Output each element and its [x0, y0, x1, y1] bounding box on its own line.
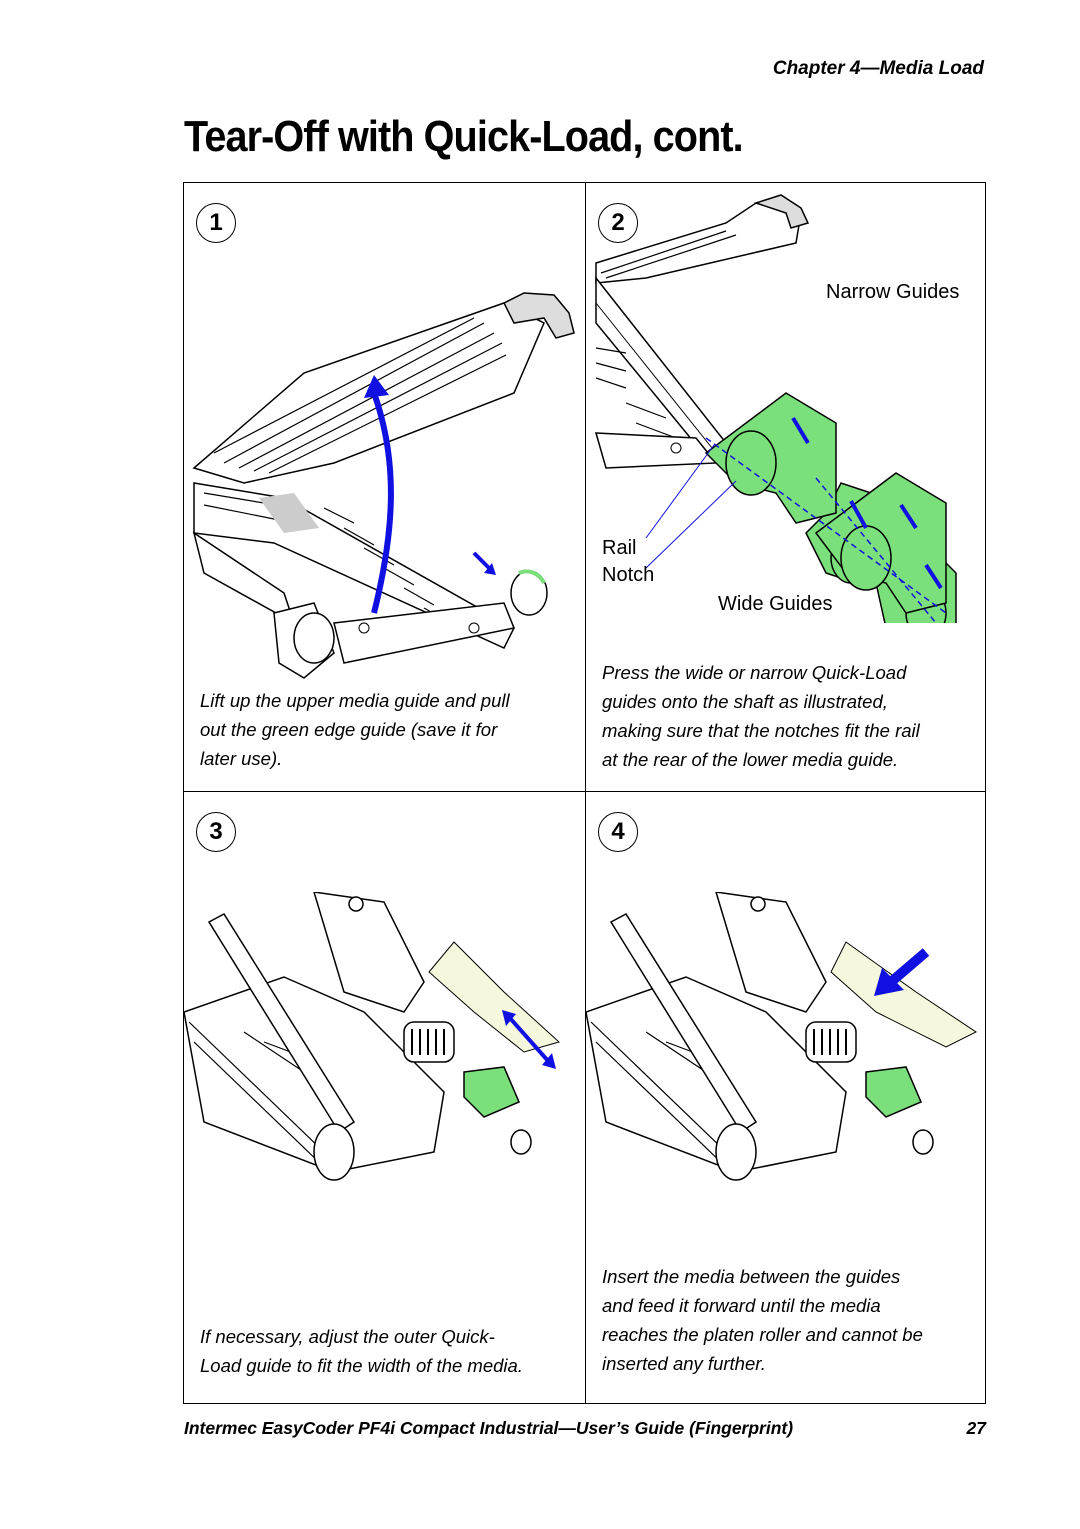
step-4-badge: 4 — [598, 812, 638, 852]
notch-label: Notch — [602, 564, 655, 586]
step-2-panel: 2 — [586, 183, 987, 791]
step-2-illustration — [594, 194, 957, 623]
instruction-grid: 1 — [183, 182, 986, 1404]
step-1-panel: 1 — [184, 183, 585, 791]
caption-line: guides onto the shaft as illustrated, — [602, 691, 888, 712]
step-3-badge: 3 — [196, 812, 236, 852]
step-4-panel: 4 Insert the media bet — [586, 792, 987, 1404]
step-2-badge: 2 — [598, 203, 638, 243]
page-footer: Intermec EasyCoder PF4i Compact Industri… — [184, 1418, 986, 1439]
step-3-illustration — [184, 892, 561, 1181]
rail-label: Rail — [602, 537, 637, 559]
page-number: 27 — [966, 1418, 986, 1438]
grid-divider-vertical — [585, 183, 586, 1403]
caption-line: and feed it forward until the media — [602, 1295, 881, 1316]
grid-divider-horizontal — [184, 791, 985, 792]
caption-line: Load guide to fit the width of the media… — [200, 1355, 523, 1376]
footer-text: Intermec EasyCoder PF4i Compact Industri… — [184, 1418, 794, 1438]
caption-line: If necessary, adjust the outer Quick- — [200, 1326, 495, 1347]
caption-line: inserted any further. — [602, 1353, 766, 1374]
caption-line: at the rear of the lower media guide. — [602, 749, 899, 770]
caption-line: Lift up the upper media guide and pull — [200, 690, 510, 711]
caption-line: Press the wide or narrow Quick-Load — [602, 662, 907, 683]
step-1-caption: Lift up the upper media guide and pull o… — [200, 686, 510, 773]
step-3-panel: 3 — [184, 792, 585, 1404]
caption-line: later use). — [200, 748, 283, 769]
step-1-badge: 1 — [196, 203, 236, 243]
step-4-illustration — [586, 892, 977, 1181]
caption-line: reaches the platen roller and cannot be — [602, 1324, 923, 1345]
page-title: Tear-Off with Quick-Load, cont. — [184, 112, 744, 161]
wide-guides-label: Wide Guides — [718, 593, 833, 615]
step-2-caption: Press the wide or narrow Quick-Load guid… — [602, 658, 920, 774]
narrow-guides-label: Narrow Guides — [826, 281, 960, 303]
chapter-header: Chapter 4—Media Load — [772, 58, 984, 79]
step-1-illustration — [192, 292, 575, 679]
step-4-caption: Insert the media between the guides and … — [602, 1262, 923, 1378]
caption-line: out the green edge guide (save it for — [200, 719, 498, 740]
caption-line: Insert the media between the guides — [602, 1266, 901, 1287]
caption-line: making sure that the notches fit the rai… — [602, 720, 920, 741]
step-3-caption: If necessary, adjust the outer Quick- Lo… — [200, 1322, 523, 1380]
